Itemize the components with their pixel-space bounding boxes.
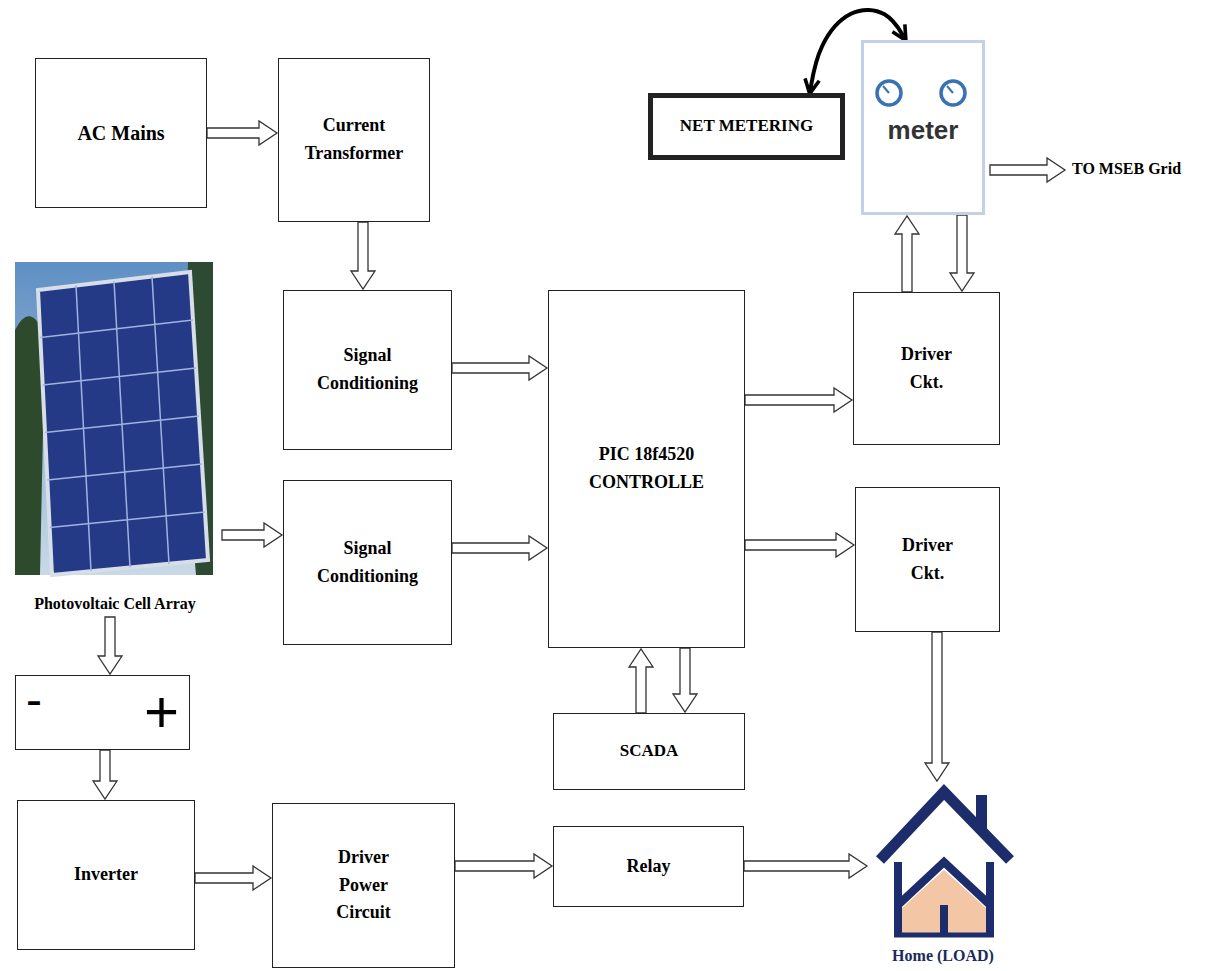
gauge [877,81,901,105]
meter-box: meter [861,40,985,215]
battery-terminal-plus: + [144,682,179,742]
box-label: Photovoltaic Cell Array [34,594,196,613]
block-arrow [452,356,547,380]
house-icon [880,792,1010,935]
process-box: AC Mains [35,58,207,208]
process-box: SCADA [553,713,745,790]
box-label: Driver Power Circuit [324,844,404,928]
block-arrow [950,215,974,291]
block-arrow [222,523,282,547]
process-box: Current Transformer [278,58,430,222]
process-box: Driver Ckt. [855,487,1000,632]
process-box: Driver Ckt. [853,292,1000,445]
block-arrow [895,216,919,292]
roof [880,792,1010,860]
block-arrow [925,632,949,781]
block-arrow [629,649,653,713]
solar-array: Photovoltaic Cell Array [8,262,222,617]
process-box: Relay [553,826,744,907]
block-arrow [452,536,547,560]
box-label: Signal Conditioning [303,535,433,591]
panel-frame [38,272,208,575]
process-box: Driver Power Circuit [272,803,455,968]
home-load: Home (LOAD) [868,782,1018,967]
block-arrow [455,854,552,878]
inner-roof [898,862,990,905]
block-arrow [744,854,867,878]
block-arrow [93,750,117,799]
block-arrow [351,222,375,289]
block-arrow [745,533,854,557]
sky [15,262,213,575]
block-arrow [745,388,852,412]
box-label: PIC 18f4520 CONTROLLE [562,441,732,497]
box-label: Driver Ckt. [888,532,968,588]
box-label: Relay [627,856,671,878]
process-box: Inverter [17,800,195,950]
box-label: SCADA [620,741,679,761]
house-base [894,933,994,938]
grid-arrow [990,158,1065,182]
process-box: Signal Conditioning [283,290,452,450]
battery-terminal-minus: - [26,676,42,724]
house-wall [902,870,986,935]
house-walls [898,862,990,935]
gauge-needle [883,86,889,93]
meter-gauges [877,81,965,105]
box-label: AC Mains [77,118,164,149]
grid-label: TO MSEB Grid [1072,160,1181,178]
box-label: Home (LOAD) [892,946,994,965]
block-arrow [673,648,697,712]
gauge [941,81,965,105]
block-arrow [195,866,271,890]
box-label: meter [888,115,959,146]
block-arrow [207,121,277,145]
controller-box: PIC 18f4520 CONTROLLE [548,290,745,648]
box-label: Current Transformer [294,112,414,168]
box-label: NET METERING [680,116,813,136]
panel-cells [40,277,205,572]
process-box: NET METERING [648,93,845,160]
process-box: Signal Conditioning [283,480,452,645]
door-post [940,905,948,935]
gauge-needle [947,86,953,93]
box-label: Signal Conditioning [303,342,433,398]
curved-arrow [810,10,905,92]
box-label: Driver Ckt. [887,341,967,397]
battery-box: -+ [15,675,190,750]
block-arrow [98,617,122,674]
solar-panel-photo [15,262,213,575]
box-label: Inverter [74,861,138,889]
